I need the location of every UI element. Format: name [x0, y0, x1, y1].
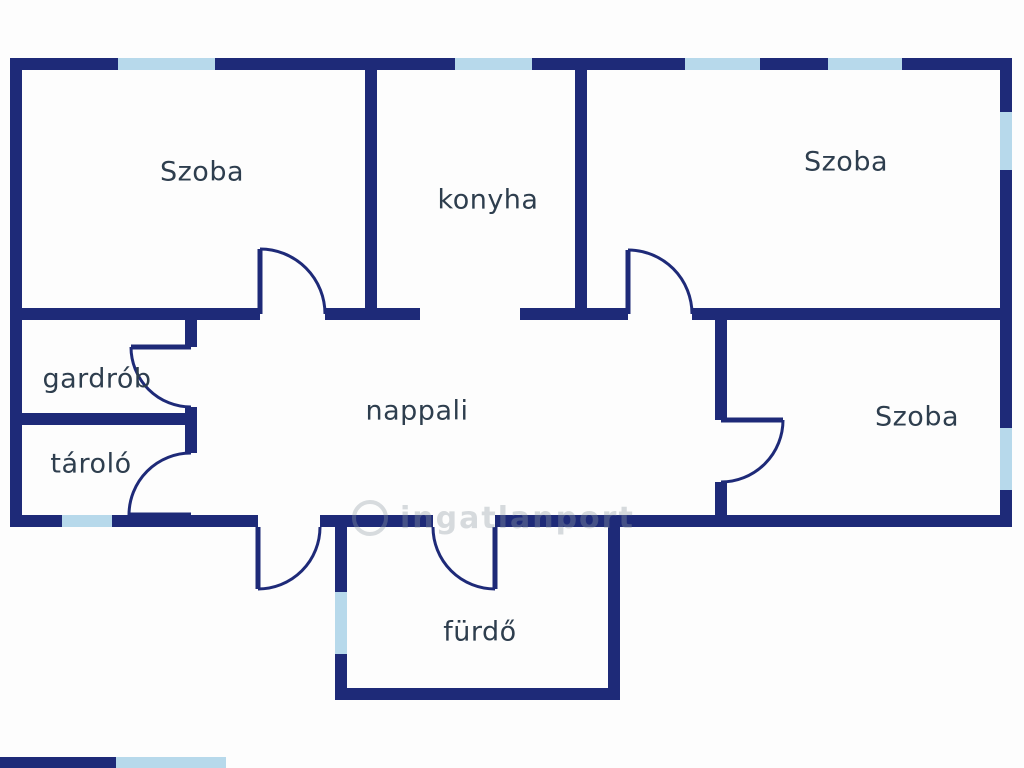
window — [1000, 112, 1012, 170]
room-label-szoba-top-left: Szoba — [159, 156, 245, 188]
window — [685, 58, 760, 70]
wall-konyha-szoba — [575, 58, 587, 320]
wall-nappali-szoba-right — [715, 308, 727, 420]
bottom-edge-wall-fragment — [0, 757, 116, 768]
wall-bottom-outer — [495, 515, 1012, 527]
watermark: ingatlanport — [352, 500, 635, 536]
wall-gardrob-nappali — [185, 308, 197, 347]
watermark-logo-icon — [352, 500, 388, 536]
window — [828, 58, 902, 70]
window — [62, 515, 112, 527]
wall-furdo-bottom — [335, 688, 620, 700]
room-label-konyha: konyha — [437, 184, 539, 216]
room-label-furdo: fürdő — [443, 616, 517, 648]
room-label-gardrob: gardrób — [42, 363, 152, 395]
bottom-edge-window-fragment — [116, 757, 226, 768]
wall-furdo-right — [608, 527, 620, 700]
room-label-szoba-right: Szoba — [874, 401, 960, 433]
wall-nappali-top — [692, 308, 1012, 320]
window — [118, 58, 215, 70]
wall-right-outer — [1000, 58, 1012, 527]
window — [1000, 428, 1012, 490]
wall-left-outer — [10, 58, 22, 527]
door-arc — [129, 346, 192, 409]
window — [335, 592, 347, 654]
wall-szoba-konyha — [365, 58, 377, 320]
door-arc — [431, 526, 496, 591]
door-arc — [720, 419, 785, 484]
door-arc — [627, 248, 694, 315]
wall-gardrob-tarolo — [10, 413, 197, 425]
door-arc — [257, 526, 322, 591]
window — [455, 58, 532, 70]
door-arc — [259, 247, 327, 315]
room-label-nappali: nappali — [365, 395, 469, 427]
door-arc — [127, 451, 192, 516]
room-label-tarolo: tároló — [50, 448, 132, 480]
wall-nappali-top — [10, 308, 260, 320]
wall-nappali-top — [325, 308, 420, 320]
wall-nappali-top — [520, 308, 628, 320]
wall-nappali-szoba-right — [715, 482, 727, 527]
room-label-szoba-top-right: Szoba — [803, 146, 889, 178]
watermark-text: ingatlanport — [400, 500, 635, 536]
